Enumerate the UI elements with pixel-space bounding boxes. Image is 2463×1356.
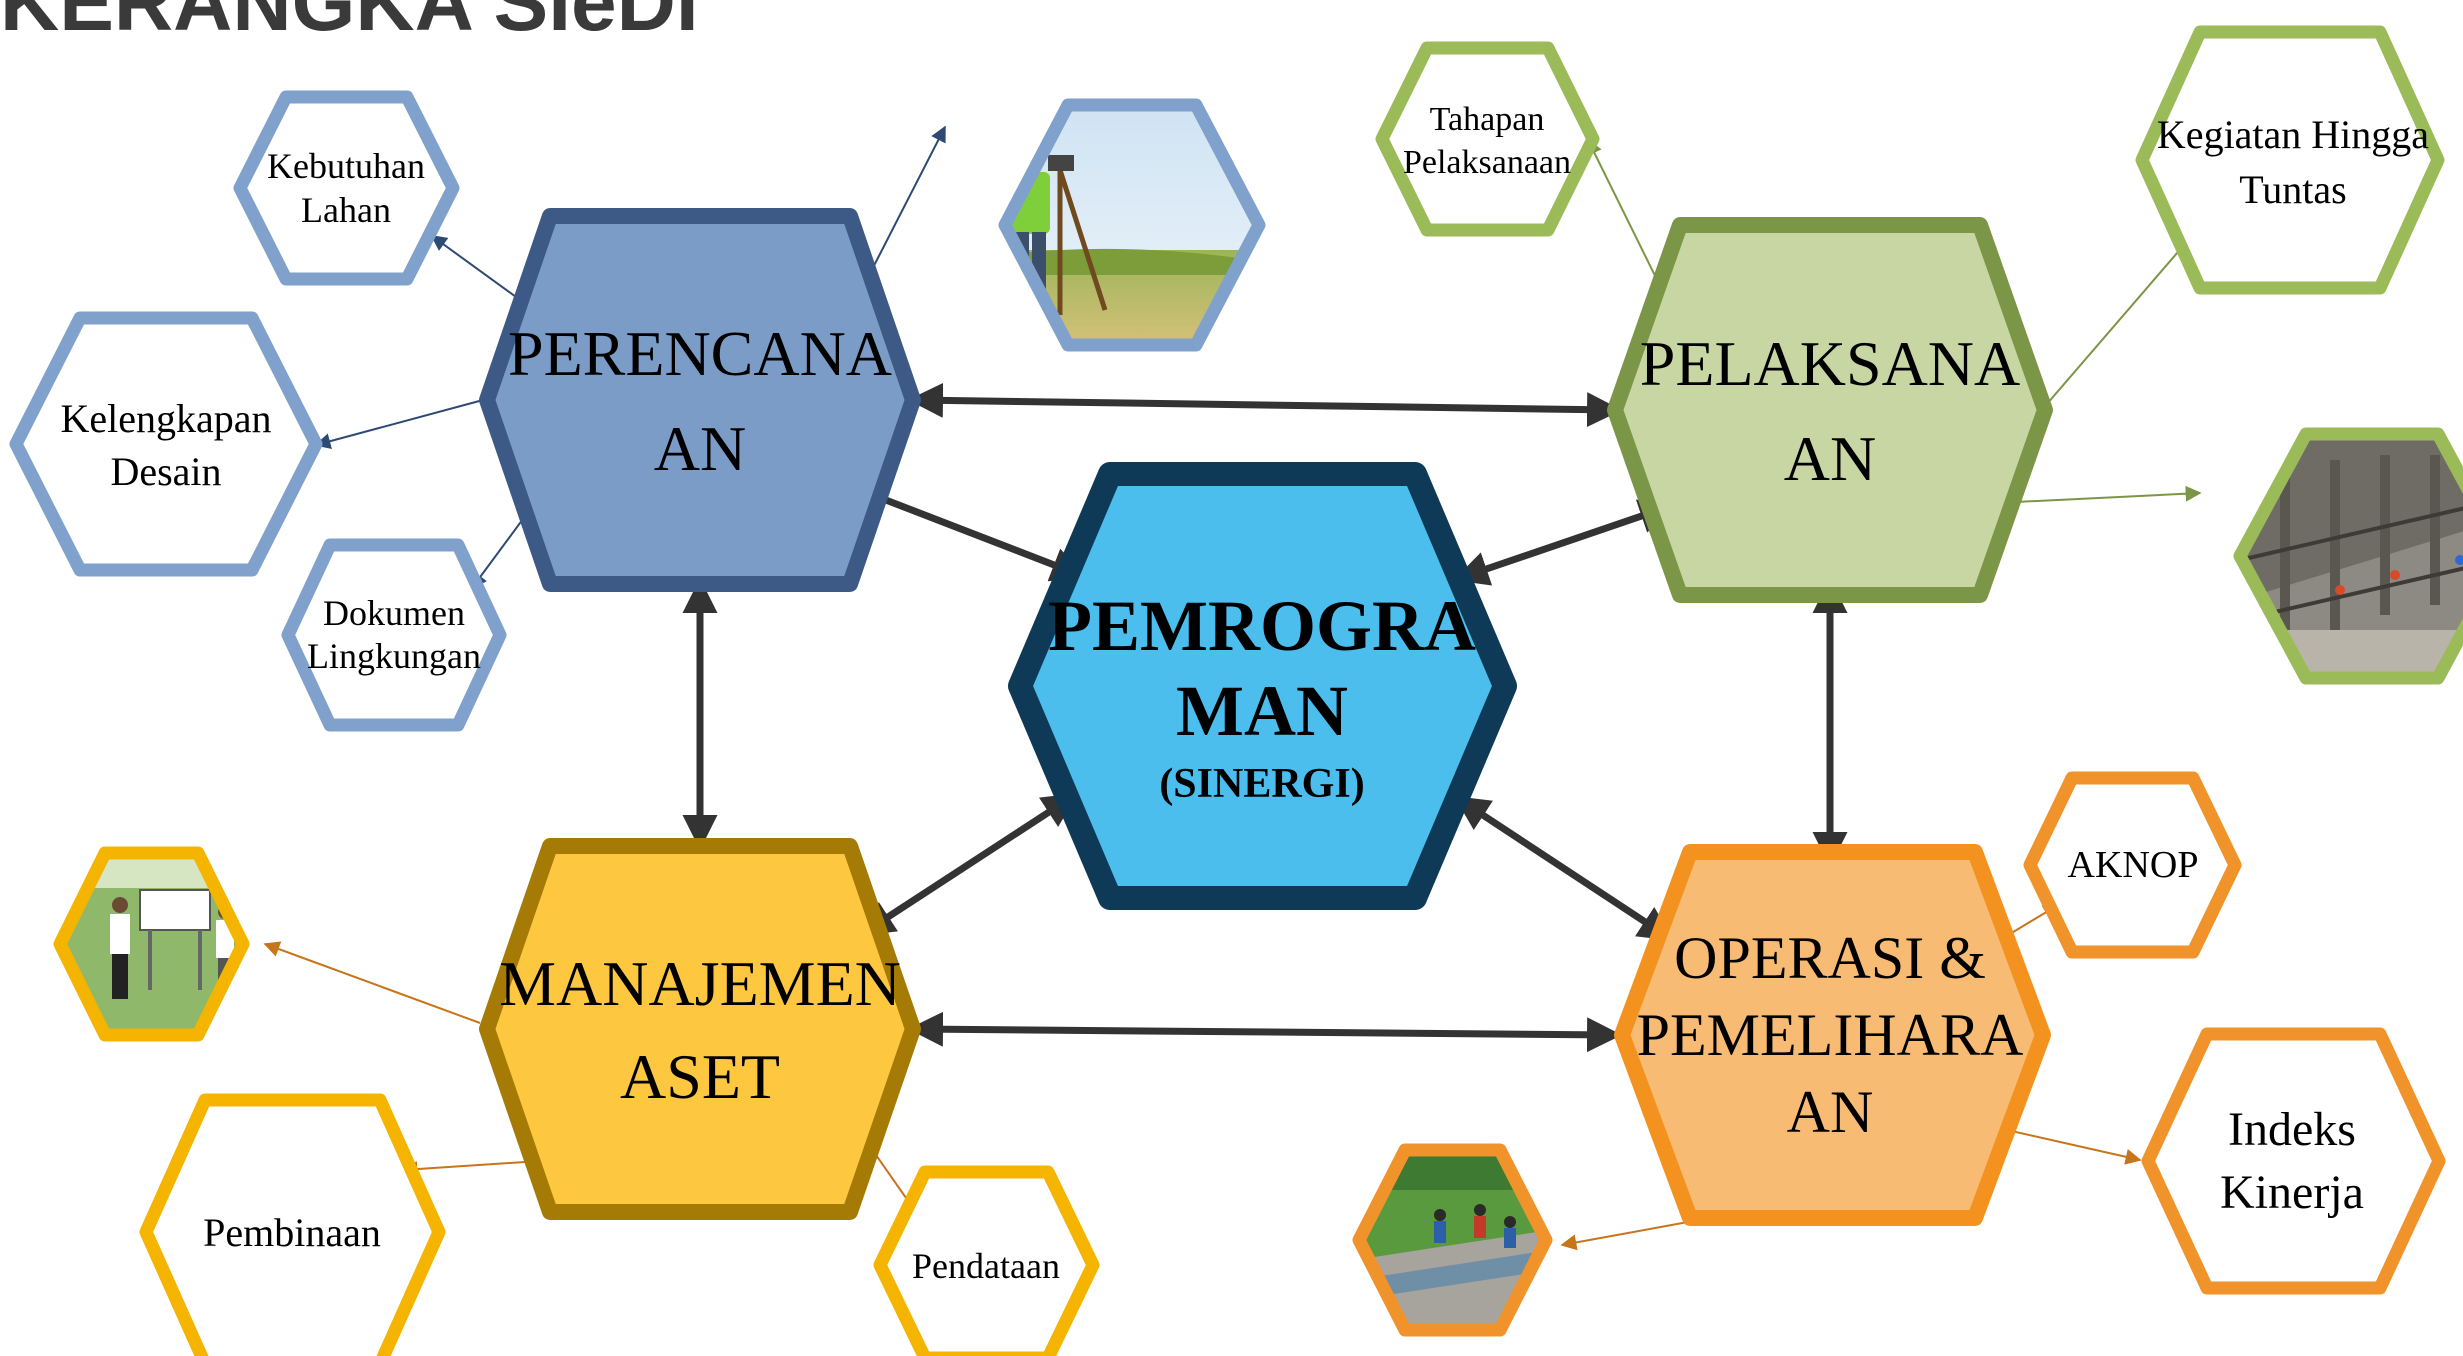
hex-kelengkapan-desain: Kelengkapan Desain — [9, 311, 323, 577]
connector-sign-photo — [263, 941, 481, 1024]
arrow-center-pelaksanaan — [1453, 499, 1675, 586]
tahapan-line1: Tahapan — [1430, 101, 1545, 138]
hex-operasi-line1: OPERASI & — [1674, 925, 1986, 991]
hex-kebutuhan-lahan: Kebutuhan Lahan — [233, 90, 460, 286]
hex-manajemen-line2: ASET — [620, 1041, 780, 1112]
dokumen-line1: Dokumen — [323, 593, 465, 633]
hex-pelaksanaan-line2: AN — [1784, 423, 1876, 494]
hex-aknop: AKNOP — [2023, 771, 2242, 959]
arrow-manajemen-operasi — [908, 1011, 1622, 1053]
canal-maintenance-photo — [1352, 1143, 1553, 1337]
hex-pemrograman-sub: (SINERGI) — [1159, 761, 1364, 807]
kebutuhan-line1: Kebutuhan — [267, 146, 425, 186]
arrow-center-operasi — [1454, 796, 1674, 941]
hex-pemrograman: PEMROGRA MAN (SINERGI) — [1008, 462, 1517, 910]
hex-pelaksanaan-line1: PELAKSANA — [1640, 328, 2020, 399]
indeks-line2: Kinerja — [2220, 1166, 2364, 1219]
hex-indeks-kinerja: Indeks Kinerja — [2141, 1027, 2446, 1295]
hex-kegiatan-hingga-tuntas: Kegiatan Hingga Tuntas — [2135, 25, 2445, 295]
hex-perencanaan: PERENCANA AN — [479, 208, 921, 592]
hex-pendataan: Pendataan — [873, 1165, 1100, 1356]
kelengkapan-line1: Kelengkapan — [60, 396, 271, 441]
arrow-perencanaan-pelaksanaan — [908, 382, 1622, 428]
pendataan-label: Pendataan — [912, 1246, 1060, 1286]
connector-kegiatan — [2039, 236, 2192, 413]
kelengkapan-line2: Desain — [110, 449, 221, 494]
hex-pemrograman-line1: PEMROGRA — [1048, 586, 1476, 666]
connector-indeks — [1997, 1127, 2142, 1165]
construction-photo — [2233, 427, 2463, 685]
arrow-center-manajemen — [859, 793, 1078, 936]
hex-manajemen-line1: MANAJEMEN — [499, 948, 901, 1019]
tahapan-line2: Pelaksanaan — [1403, 144, 1571, 181]
hex-operasi-line3: AN — [1787, 1079, 1874, 1145]
hex-pemrograman-line2: MAN — [1176, 671, 1348, 751]
hex-tahapan-pelaksanaan: Tahapan Pelaksanaan — [1375, 41, 1600, 237]
hex-pelaksanaan: PELAKSANA AN — [1607, 217, 2053, 603]
kegiatan-line2: Tuntas — [2239, 167, 2346, 212]
dokumen-line2: Lingkungan — [307, 636, 481, 676]
hex-operasi-line2: PEMELIHARA — [1637, 1002, 2024, 1068]
indeks-line1: Indeks — [2228, 1103, 2356, 1156]
connector-construction-photo — [1994, 485, 2202, 504]
arrow-center-perencanaan — [853, 483, 1087, 582]
kebutuhan-line2: Lahan — [301, 190, 391, 230]
page-title: KERANGKA SIeDI — [0, 0, 699, 48]
signboard-photo — [53, 846, 250, 1042]
pembinaan-label: Pembinaan — [203, 1210, 381, 1255]
surveyor-photo — [998, 98, 1266, 352]
hex-perencanaan-line1: PERENCANA — [508, 318, 892, 389]
hex-pembinaan: Pembinaan — [139, 1093, 446, 1356]
aknop-label: AKNOP — [2068, 844, 2199, 886]
hex-manajemen-aset: MANAJEMEN ASET — [479, 838, 921, 1220]
connector-kelengkapan — [314, 399, 484, 449]
kegiatan-line1: Kegiatan Hingga — [2157, 112, 2429, 157]
hex-operasi-pemeliharaan: OPERASI & PEMELIHARA AN — [1614, 844, 2051, 1226]
hex-dokumen-lingkungan: Dokumen Lingkungan — [281, 538, 507, 732]
hex-perencanaan-line2: AN — [654, 413, 746, 484]
